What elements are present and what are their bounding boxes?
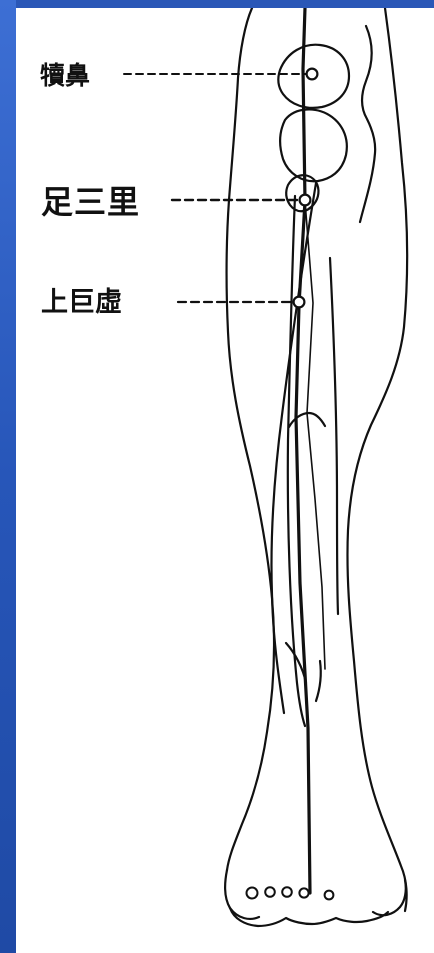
meridian-line bbox=[294, 8, 312, 895]
leg-acupoint-diagram bbox=[123, 8, 409, 928]
label-shangjuxu: 上巨虛 bbox=[41, 287, 122, 318]
patella bbox=[277, 43, 351, 109]
toe-4 bbox=[298, 887, 310, 899]
diagram-panel: 犢鼻 足三里 上巨虛 bbox=[16, 8, 434, 953]
heel-foot-bottom bbox=[371, 878, 407, 917]
label-zusanli: 足三里 bbox=[41, 183, 141, 221]
tibial-tuberosity bbox=[279, 108, 348, 183]
leg-outline-inner-line bbox=[328, 256, 340, 616]
acupoint-shangjuxu-marker bbox=[292, 295, 306, 309]
heel-foot-top bbox=[223, 868, 261, 920]
fibula-head bbox=[285, 174, 320, 213]
toe-3 bbox=[281, 886, 293, 898]
toe-outline bbox=[228, 906, 390, 928]
leg-outline-right bbox=[346, 8, 409, 913]
toe-1 bbox=[245, 886, 259, 900]
left-gradient-strip bbox=[0, 0, 16, 953]
acupoint-dubi-marker bbox=[305, 67, 319, 81]
toe-5 bbox=[323, 889, 335, 901]
label-dubi: 犢鼻 bbox=[40, 61, 91, 90]
meridian-branch bbox=[304, 200, 326, 670]
knee-right-curve bbox=[358, 24, 377, 224]
leg-outline-left bbox=[225, 8, 276, 872]
fibula-shaft bbox=[286, 194, 307, 728]
acupoint-zusanli-marker bbox=[298, 193, 312, 207]
toe-2 bbox=[264, 886, 276, 898]
ankle-right bbox=[314, 659, 322, 703]
lower-shaft bbox=[287, 411, 327, 429]
